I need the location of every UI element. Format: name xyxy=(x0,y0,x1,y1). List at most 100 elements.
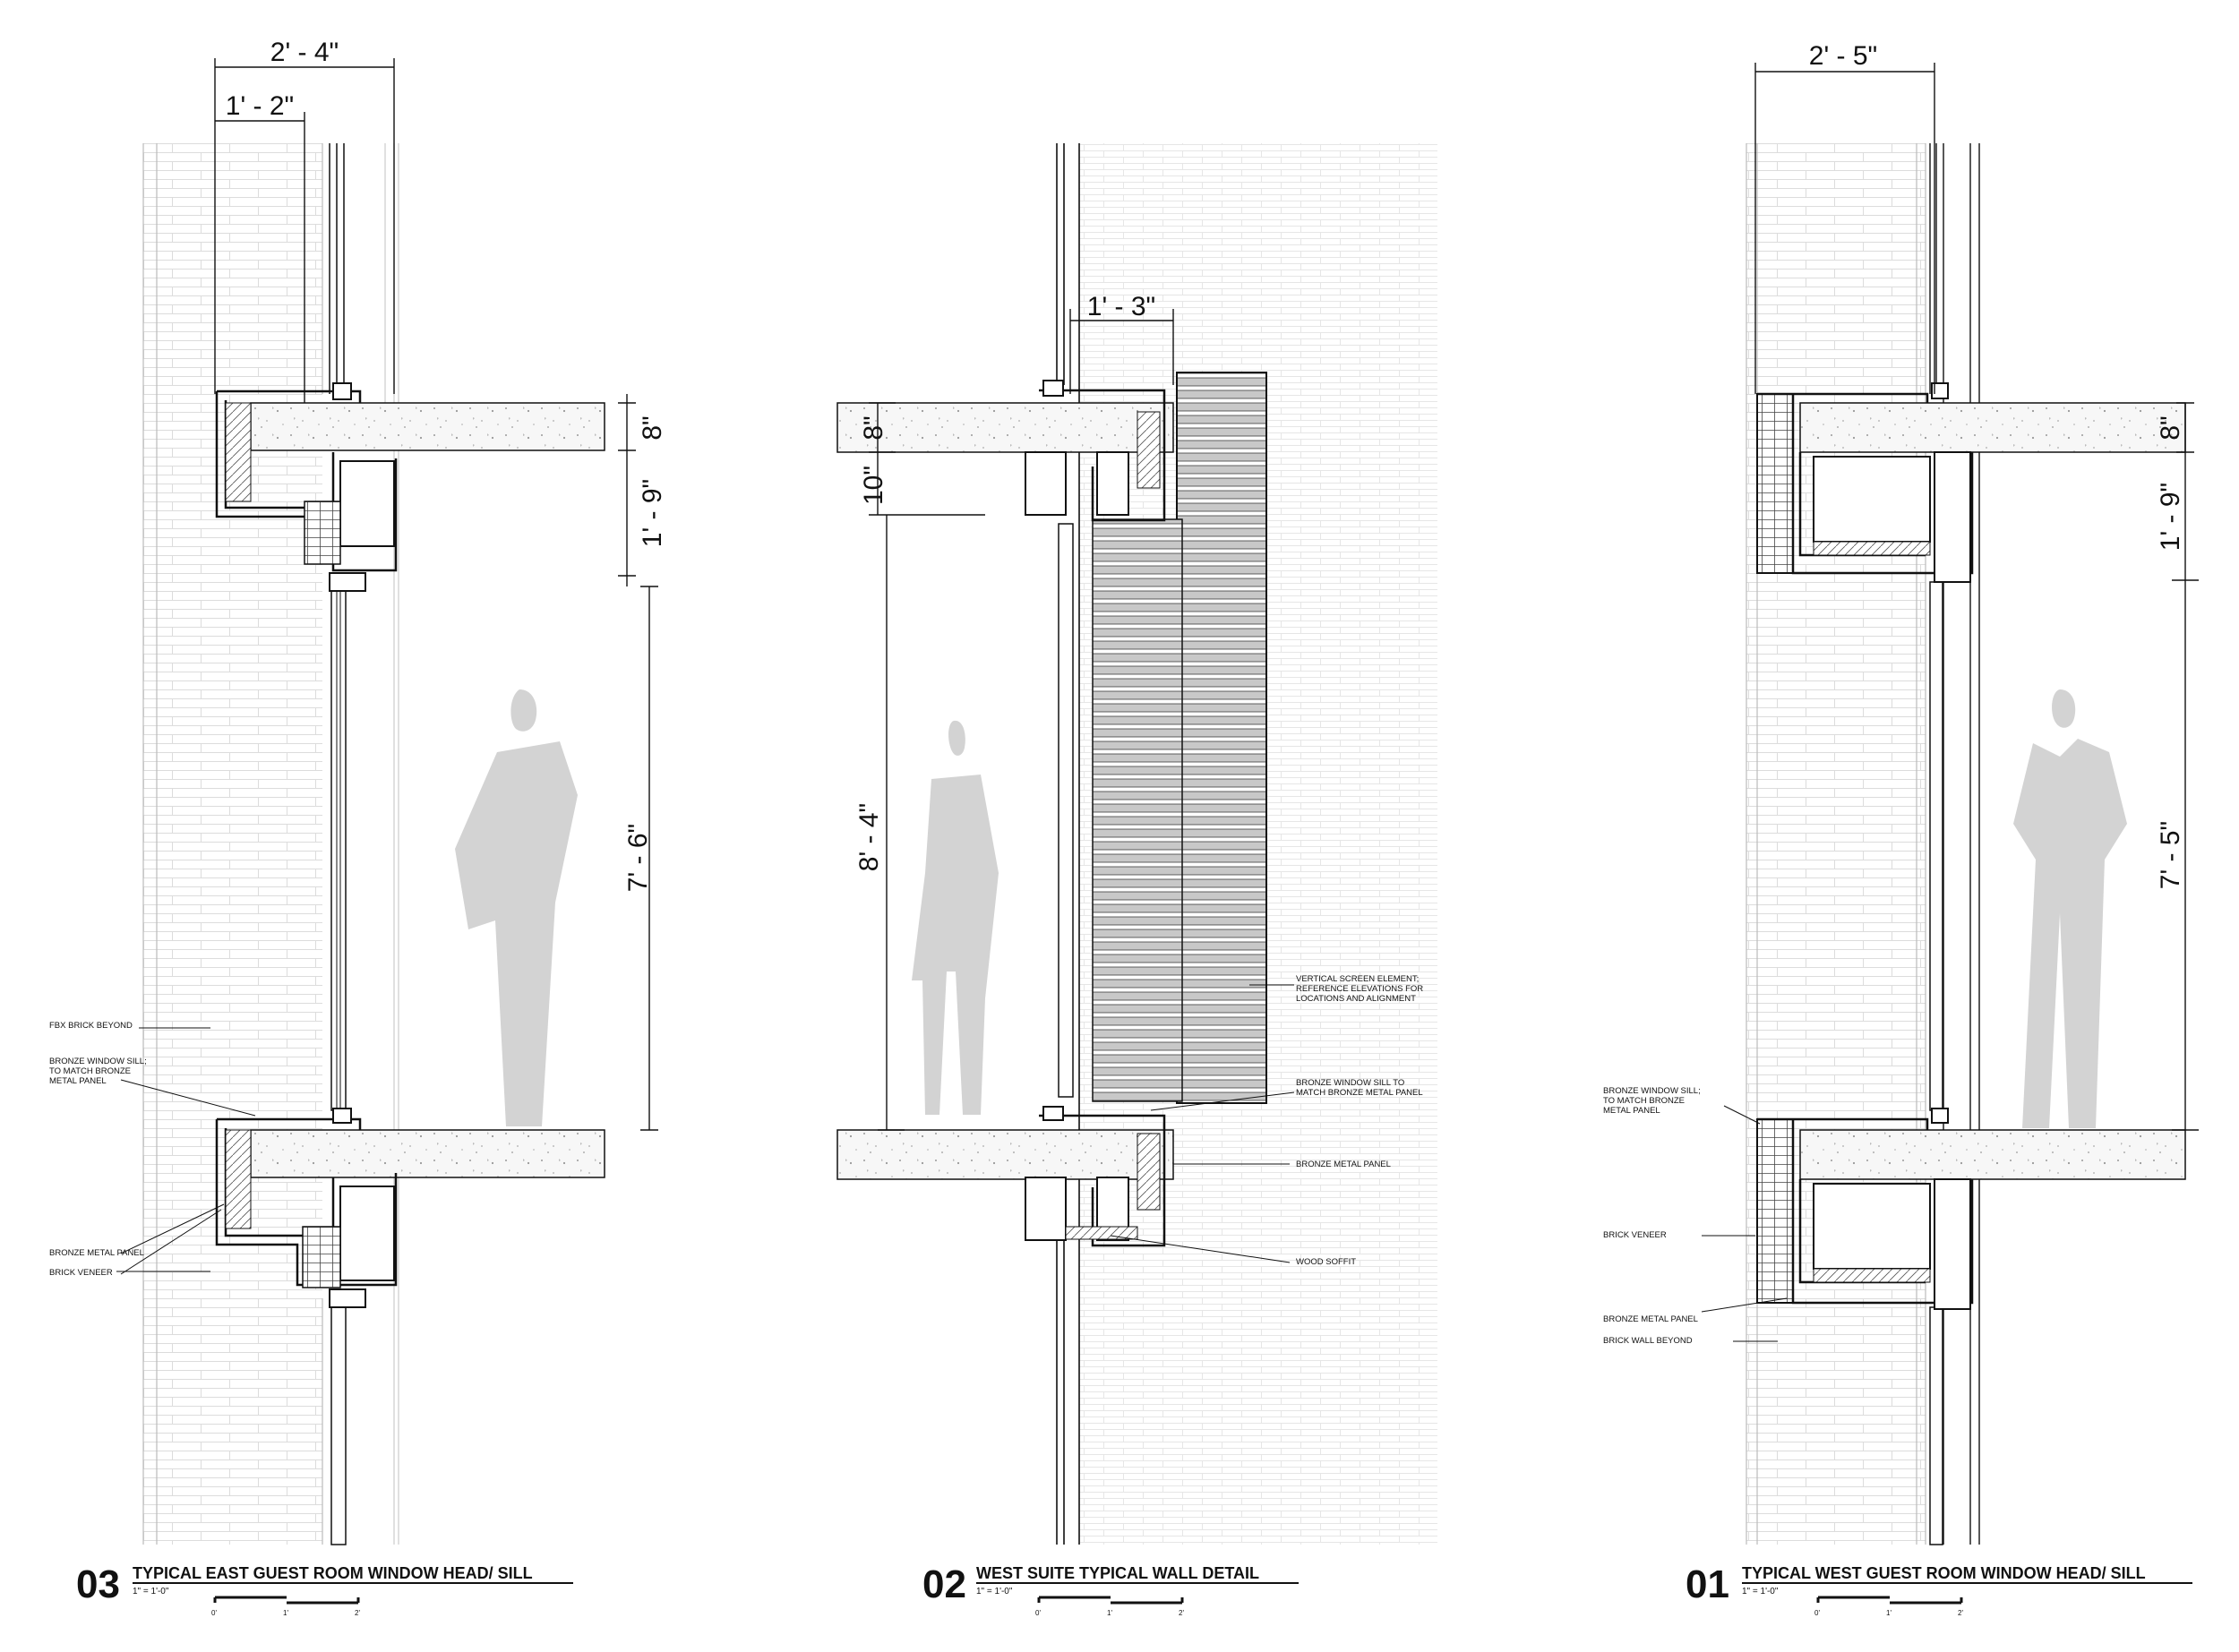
head-clip xyxy=(1042,380,1064,397)
screen-lower-panel xyxy=(1092,518,1183,1102)
head-frame-left xyxy=(1025,451,1067,516)
interior-lines xyxy=(384,143,399,1545)
scale-tick-0: 0' xyxy=(211,1609,217,1617)
dim-window-height: 8' - 4" xyxy=(854,803,884,871)
note-bronze-panel: BRONZE METAL PANEL xyxy=(49,1248,144,1258)
detail-number: 02 xyxy=(922,1562,966,1606)
note-brick-wall-beyond: BRICK WALL BEYOND xyxy=(1603,1336,1693,1346)
person-silhouette xyxy=(455,689,578,1126)
scale-text: 1" = 1'-0" xyxy=(133,1587,169,1596)
window-head-clip xyxy=(332,382,352,400)
dim-slab-thickness: 8" xyxy=(2156,415,2185,440)
dim-slab-thickness: 8" xyxy=(859,415,888,440)
mullion-upper xyxy=(329,143,345,394)
sill-clip xyxy=(1042,1106,1064,1121)
glass-lines xyxy=(336,591,341,1110)
head-insulation xyxy=(1813,541,1931,556)
dim-head-height: 1' - 9" xyxy=(2156,483,2185,551)
head-brick-veneer xyxy=(1756,393,1794,574)
detail-01-west-guest-room: 2' - 5" 8" 1' - 9" 7' - 5" BRONZE WINDOW… xyxy=(1603,41,2199,1617)
dim-overall-width: 2' - 4" xyxy=(270,38,339,67)
head-stop xyxy=(1934,451,1971,583)
note-bronze-sill: BRONZE WINDOW SILL TO MATCH BRONZE METAL… xyxy=(1296,1078,1423,1098)
wall-lines xyxy=(142,143,323,1545)
dimension-lines xyxy=(869,309,1174,1131)
head-frame xyxy=(339,460,395,547)
scale-text: 1" = 1'-0" xyxy=(1742,1587,1779,1596)
window-glass xyxy=(330,590,347,1111)
note-bronze-sill: BRONZE WINDOW SILL; TO MATCH BRONZE META… xyxy=(1603,1086,1703,1116)
leader-lines xyxy=(1110,984,1295,1263)
scale-tick-2: 2' xyxy=(1179,1609,1184,1617)
sill-insulation xyxy=(1137,1133,1161,1211)
head-assembly xyxy=(1039,389,1166,522)
scale-tick-0: 0' xyxy=(1035,1609,1041,1617)
sill-stop xyxy=(1934,1178,1971,1310)
scale-bar xyxy=(1816,1596,1963,1605)
dim-overall-width: 2' - 5" xyxy=(1809,41,1877,71)
concrete-slab-lower xyxy=(250,1129,605,1178)
detail-title: TYPICAL WEST GUEST ROOM WINDOW HEAD/ SIL… xyxy=(1742,1564,2146,1582)
dim-window-height: 7' - 6" xyxy=(623,824,653,892)
sill-insulation xyxy=(225,1129,252,1229)
wood-soffit xyxy=(1065,1226,1138,1240)
sill-frame-left xyxy=(1025,1177,1067,1241)
concrete-slab-lower xyxy=(1799,1129,2186,1180)
scale-tick-1: 1' xyxy=(283,1609,288,1617)
concrete-slab-upper xyxy=(250,402,605,451)
detail-02-west-suite: 1' - 3" 8" 10" 8' - 4" VERTICAL SCREEN E… xyxy=(836,143,1437,1617)
scale-bar xyxy=(213,1596,360,1605)
scale-tick-1: 1' xyxy=(1107,1609,1112,1617)
scale-tick-0: 0' xyxy=(1814,1609,1820,1617)
wall-lines xyxy=(1746,143,1926,1545)
dim-window-height: 7' - 5" xyxy=(2156,821,2185,889)
brick-wall-beyond xyxy=(143,143,322,1545)
detail-03-east-guest-room: 2' - 4" 1' - 2" 8" 1' - 9" 7' - 6" FBX B… xyxy=(49,38,667,1617)
scale-tick-2: 2' xyxy=(1958,1609,1963,1617)
note-vertical-screen: VERTICAL SCREEN ELEMENT; REFERENCE ELEVA… xyxy=(1296,974,1426,1004)
concrete-slab-upper xyxy=(1799,402,2186,453)
head-insulation xyxy=(1137,411,1161,489)
note-bronze-panel: BRONZE METAL PANEL xyxy=(1296,1160,1391,1169)
window-sill-clip xyxy=(332,1108,352,1124)
sill-brick xyxy=(302,1226,341,1288)
scale-tick-1: 1' xyxy=(1886,1609,1892,1617)
mullion xyxy=(1929,143,1980,1545)
head-brick xyxy=(304,501,341,565)
person-silhouette xyxy=(2013,689,2127,1128)
detail-number: 03 xyxy=(76,1562,120,1606)
leader-lines xyxy=(116,1027,256,1275)
sill-brick-veneer xyxy=(1756,1118,1794,1304)
detail-title: TYPICAL EAST GUEST ROOM WINDOW HEAD/ SIL… xyxy=(133,1564,533,1582)
sill-stop xyxy=(329,1288,366,1308)
window-glass xyxy=(1058,523,1074,1098)
detail-title: WEST SUITE TYPICAL WALL DETAIL xyxy=(976,1564,1259,1582)
head-frame-right xyxy=(1096,451,1129,516)
window-glass xyxy=(1929,581,1943,1111)
head-stop xyxy=(329,572,366,592)
dim-head-depth: 10" xyxy=(859,466,888,505)
mullion-lower xyxy=(330,1306,347,1545)
person-silhouette xyxy=(912,720,999,1115)
note-brick-veneer: BRICK VENEER xyxy=(1603,1230,1667,1240)
note-wood-soffit: WOOD SOFFIT xyxy=(1296,1257,1356,1267)
sill-frame xyxy=(339,1186,395,1281)
sill-insulation xyxy=(1813,1268,1931,1283)
sill-clip xyxy=(1931,1108,1949,1124)
sill-assembly xyxy=(215,1117,398,1287)
scale-text: 1" = 1'-0" xyxy=(976,1587,1013,1596)
head-frame xyxy=(1813,456,1931,543)
dim-inner-width: 1' - 2" xyxy=(226,91,294,121)
note-bronze-sill: BRONZE WINDOW SILL; TO MATCH BRONZE META… xyxy=(49,1057,149,1086)
concrete-slab-lower xyxy=(836,1129,1174,1180)
dim-head-height: 1' - 9" xyxy=(638,479,667,547)
note-fbx-brick: FBX BRICK BEYOND xyxy=(49,1021,133,1031)
detail-number: 01 xyxy=(1686,1562,1729,1606)
note-bronze-panel: BRONZE METAL PANEL xyxy=(1603,1314,1698,1324)
vertical-screen-element xyxy=(1176,372,1267,1104)
brick-wall-beyond xyxy=(1746,143,1926,1545)
mullion-lower xyxy=(1929,1306,1943,1545)
mullion xyxy=(1056,143,1080,1545)
dim-slab-thickness: 8" xyxy=(638,415,667,440)
